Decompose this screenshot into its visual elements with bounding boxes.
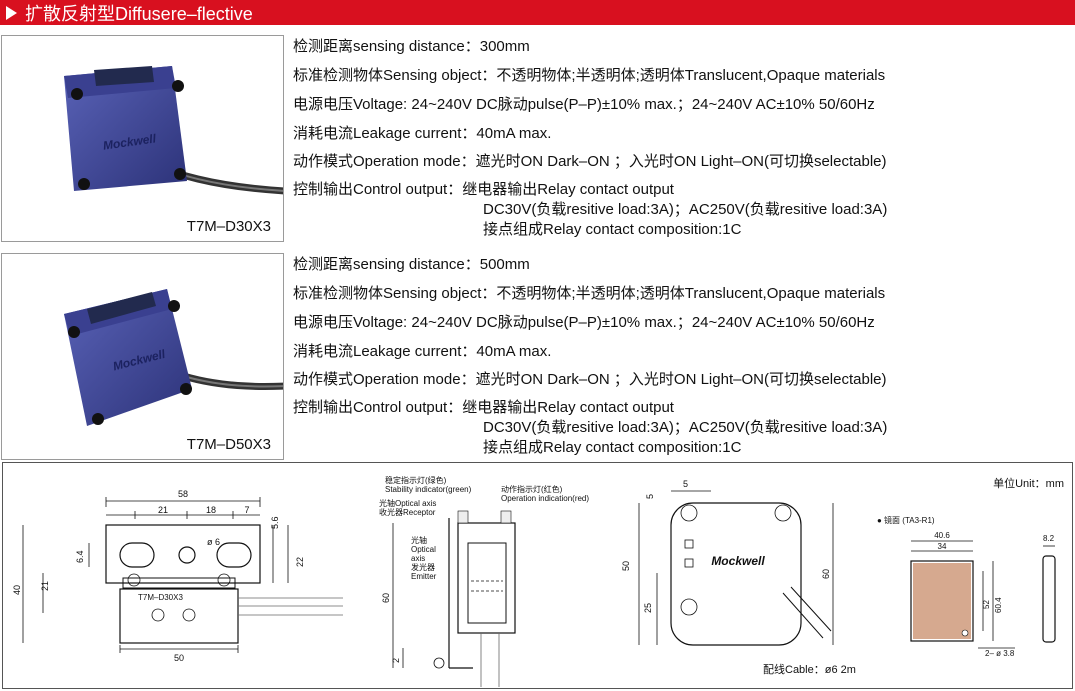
dimension-drawing-panel: 单位Unit：mm xyxy=(2,462,1073,689)
dim-side-2: 2 xyxy=(391,658,401,663)
dim-back-5-top: 5 xyxy=(683,479,688,489)
sensor-photo-2: Mockwell xyxy=(64,289,283,426)
dim-hole: 2– ø 3.8 xyxy=(985,649,1015,658)
section-title: 扩散反射型Diffusere–flective xyxy=(25,3,253,24)
dim-21-vertical: 21 xyxy=(40,581,50,591)
dim-52: 52 xyxy=(982,600,991,609)
dim-7: 7 xyxy=(244,505,249,515)
product-model-1: T7M–D30X3 xyxy=(186,218,271,235)
dim-34: 34 xyxy=(938,542,947,551)
dim-40: 40 xyxy=(12,585,22,595)
label-operation-en: Operation indication(red) xyxy=(501,494,589,503)
spec-control-output-3: 接点组成Relay contact composition:1C xyxy=(483,439,742,456)
dimension-drawings: 58 21 18 7 5.6 ø 6 6.4 22 40 21 50 T7M–D… xyxy=(12,475,1056,687)
spec-leakage: 消耗电流Leakage current：40mA max. xyxy=(293,125,552,142)
spec-voltage: 电源电压Voltage: 24~240V DC脉动pulse(P–P)±10% … xyxy=(293,96,875,113)
cable-label: 配线Cable：ø6 2m xyxy=(763,662,856,676)
dim-6-4: 6.4 xyxy=(75,550,85,563)
spec-leakage: 消耗电流Leakage current：40mA max. xyxy=(293,343,552,360)
reflector-title: ● 镜面 (TA3-R1) xyxy=(877,515,935,525)
spec-sensing-object: 标准检测物体Sensing object：不透明物体;半透明体;透明体Trans… xyxy=(293,67,886,84)
spec-control-output-2: DC30V(负载resitive load:3A)；AC250V(负载resit… xyxy=(483,419,888,436)
dim-back-60: 60 xyxy=(821,569,831,579)
label-optical-axis-en1: Optical xyxy=(411,545,436,554)
dim-40-6: 40.6 xyxy=(934,531,950,540)
label-operation-cn: 动作指示灯(红色) xyxy=(501,484,563,494)
spec-sensing-object: 标准检测物体Sensing object：不透明物体;半透明体;透明体Trans… xyxy=(293,285,886,302)
dim-18: 18 xyxy=(206,505,216,515)
label-receptor: 收光器Receptor xyxy=(379,507,436,517)
product-image-frame-1: Mockwell T7M–D30X3 xyxy=(1,35,284,242)
label-optical-axis-receptor: 光轴Optical axis xyxy=(379,498,436,508)
reflector-view xyxy=(910,540,1056,649)
dim-58: 58 xyxy=(178,489,188,499)
back-view xyxy=(638,490,834,646)
spec-control-output-3: 接点组成Relay contact composition:1C xyxy=(483,221,742,238)
spec-control-output: 控制输出Control output：继电器输出Relay contact ou… xyxy=(293,399,674,416)
label-optical-axis-en2: axis xyxy=(411,554,425,563)
product-image-frame-2: Mockwell T7M–D50X3 xyxy=(1,253,284,460)
sensor-photo-1: Mockwell xyxy=(64,66,283,195)
section-header: 扩散反射型Diffusere–flective xyxy=(0,0,1075,25)
dim-back-5-side: 5 xyxy=(645,494,655,499)
reflector-texture xyxy=(913,563,971,639)
label-optical-axis-cn: 光轴 xyxy=(411,535,427,545)
dim-back-50: 50 xyxy=(621,561,631,571)
dim-60-4: 60.4 xyxy=(994,597,1003,613)
dim-22: 22 xyxy=(295,557,305,567)
back-brand: Mockwell xyxy=(711,554,765,568)
spec-voltage: 电源电压Voltage: 24~240V DC脉动pulse(P–P)±10% … xyxy=(293,314,875,331)
spec-sensing-distance: 检测距离sensing distance：300mm xyxy=(293,38,530,55)
side-view xyxy=(392,518,516,687)
front-view xyxy=(22,497,343,653)
dim-5-6: 5.6 xyxy=(270,516,280,529)
spec-control-output: 控制输出Control output：继电器输出Relay contact ou… xyxy=(293,181,674,198)
spec-sensing-distance: 检测距离sensing distance：500mm xyxy=(293,256,530,273)
triangle-icon xyxy=(6,5,17,20)
dim-8-2: 8.2 xyxy=(1043,534,1055,543)
label-stability-en: Stability indicator(green) xyxy=(385,485,472,494)
dim-phi6: ø 6 xyxy=(207,537,220,547)
dim-21: 21 xyxy=(158,505,168,515)
product-model-2: T7M–D50X3 xyxy=(186,436,271,453)
label-emitter-en: Emitter xyxy=(411,572,437,581)
front-model-label: T7M–D30X3 xyxy=(138,593,183,602)
dim-side-60: 60 xyxy=(381,593,391,603)
dim-back-25: 25 xyxy=(643,603,653,613)
spec-operation-mode: 动作模式Operation mode：遮光时ON Dark–ON ；入光时ON … xyxy=(293,153,887,170)
unit-label: 单位Unit：mm xyxy=(993,478,1064,490)
label-stability-cn: 稳定指示灯(绿色) xyxy=(385,475,447,485)
dim-50: 50 xyxy=(174,653,184,663)
spec-operation-mode: 动作模式Operation mode：遮光时ON Dark–ON ；入光时ON … xyxy=(293,371,887,388)
label-emitter-cn: 发光器 xyxy=(411,562,435,572)
spec-control-output-2: DC30V(负载resitive load:3A)；AC250V(负载resit… xyxy=(483,201,888,218)
